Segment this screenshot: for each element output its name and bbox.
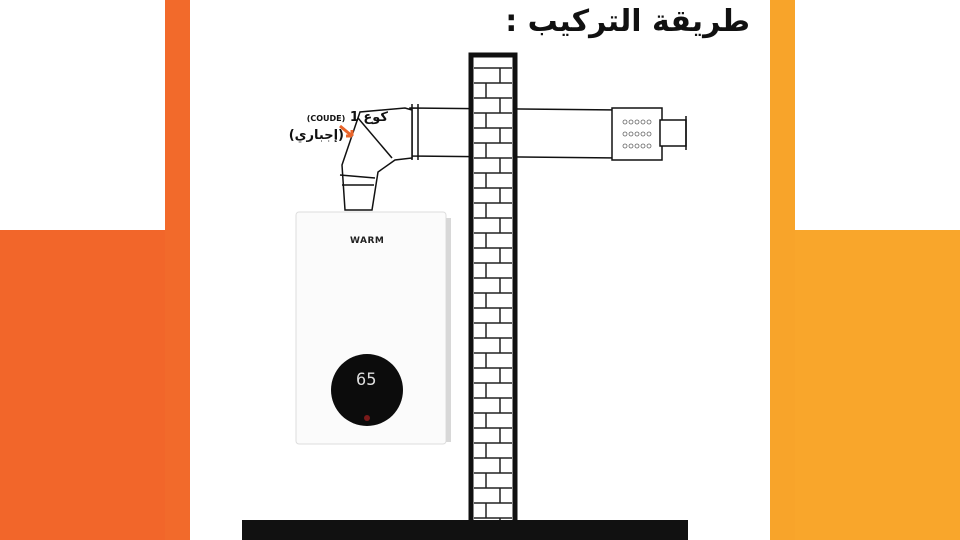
- left-orange-stripe: [165, 0, 190, 540]
- elbow-mandatory-note: (إجباري): [288, 128, 344, 143]
- elbow-label: كوع 1 (COUDE): [268, 110, 388, 125]
- elbow-pipe: [339, 107, 413, 211]
- elbow-label-arabic: كوع 1: [349, 110, 388, 125]
- water-heater: [295, 211, 451, 445]
- arrow-icon: [339, 124, 354, 138]
- left-orange-block: [0, 230, 165, 540]
- control-panel: [331, 354, 403, 426]
- right-orange-block: [795, 230, 960, 540]
- vent-holes: [622, 119, 652, 149]
- right-orange-stripe: [770, 0, 795, 540]
- page-title: طريقة التركيب :: [505, 4, 750, 39]
- brand-logo: WARM: [350, 236, 385, 246]
- flue-pipe: [409, 104, 687, 161]
- ground-bar: [242, 520, 688, 540]
- elbow-label-french: (COUDE): [306, 114, 346, 123]
- brick-wall: [468, 52, 518, 533]
- temperature-display: 65: [356, 370, 377, 390]
